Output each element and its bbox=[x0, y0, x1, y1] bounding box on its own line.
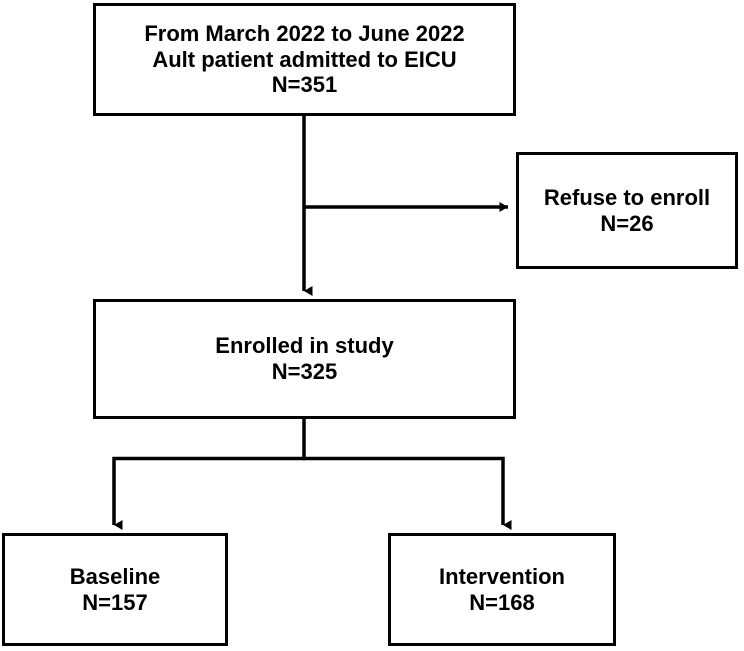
node-intervention-count: N=168 bbox=[469, 589, 535, 615]
node-baseline-label: Baseline bbox=[69, 563, 161, 589]
node-refused-label: Refuse to enroll bbox=[543, 184, 711, 210]
node-enrolled-label: Enrolled in study bbox=[215, 333, 394, 359]
node-baseline-group: Baseline N=157 bbox=[2, 533, 228, 646]
node-enrolled-count: N=325 bbox=[271, 359, 338, 384]
node-enrolled-in-study: Enrolled in study N=325 bbox=[93, 299, 516, 419]
node-intervention-label: Intervention bbox=[439, 563, 565, 589]
node-intervention-group: Intervention N=168 bbox=[388, 533, 616, 646]
node-admitted-count: N=351 bbox=[271, 72, 338, 98]
edge-enrolled-to-baseline bbox=[112, 419, 306, 530]
node-admitted-line-1: From March 2022 to June 2022 bbox=[144, 20, 465, 46]
node-baseline-count: N=157 bbox=[82, 589, 148, 615]
node-refuse-to-enroll: Refuse to enroll N=26 bbox=[516, 152, 738, 269]
node-admitted-line-2: Ault patient admitted to EICU bbox=[152, 46, 457, 72]
edge-enrolled-to-intervention bbox=[302, 456, 512, 530]
node-refused-count: N=26 bbox=[600, 210, 654, 236]
node-admitted-patients: From March 2022 to June 2022 Ault patien… bbox=[93, 3, 516, 116]
